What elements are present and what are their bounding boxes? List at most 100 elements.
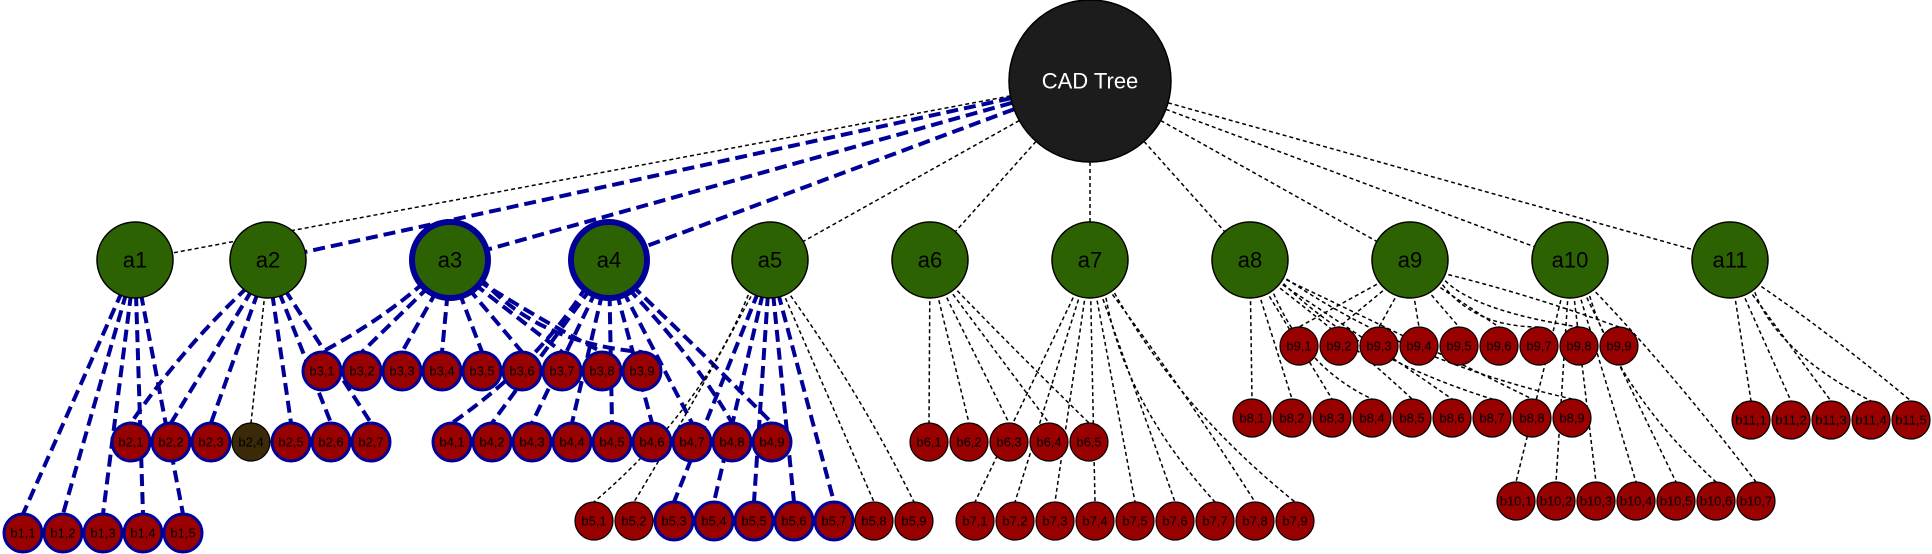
leaf-node-a7-4[interactable]: b7,4 bbox=[1075, 501, 1115, 541]
leaf-node-a7-6[interactable]: b7,6 bbox=[1155, 501, 1195, 541]
leaf-node-a5-3[interactable]: b5,3 bbox=[653, 500, 695, 542]
leaf-node-a2-1[interactable]: b2,1 bbox=[110, 421, 152, 463]
leaf-node-a10-6[interactable]: b10,6 bbox=[1696, 481, 1736, 521]
leaf-node-a4-1[interactable]: b4,1 bbox=[431, 421, 473, 463]
leaf-node-a3-2[interactable]: b3,2 bbox=[341, 350, 383, 392]
leaf-node-a2-4[interactable]: b2,4 bbox=[231, 422, 271, 462]
leaf-node-a9-6[interactable]: b9,6 bbox=[1479, 326, 1519, 366]
group-node-a3[interactable]: a3 bbox=[409, 219, 491, 301]
leaf-node-a6-4[interactable]: b6,4 bbox=[1029, 422, 1069, 462]
leaf-node-a5-4[interactable]: b5,4 bbox=[693, 500, 735, 542]
leaf-node-a1-4[interactable]: b1,4 bbox=[122, 512, 164, 554]
leaf-node-a11-4[interactable]: b11,4 bbox=[1851, 400, 1891, 440]
leaf-node-a5-9[interactable]: b5,9 bbox=[894, 501, 934, 541]
leaf-node-a3-1[interactable]: b3,1 bbox=[301, 350, 343, 392]
leaf-node-a7-1[interactable]: b7,1 bbox=[955, 501, 995, 541]
leaf-node-a11-2[interactable]: b11,2 bbox=[1771, 400, 1811, 440]
leaf-node-a7-9[interactable]: b7,9 bbox=[1275, 501, 1315, 541]
leaf-node-a4-4[interactable]: b4,4 bbox=[551, 421, 593, 463]
leaf-node-a5-6[interactable]: b5,6 bbox=[773, 500, 815, 542]
group-node-a8[interactable]: a8 bbox=[1211, 221, 1289, 299]
leaf-node-a6-5[interactable]: b6,5 bbox=[1069, 422, 1109, 462]
group-node-a10[interactable]: a10 bbox=[1531, 221, 1609, 299]
leaf-node-a4-5[interactable]: b4,5 bbox=[591, 421, 633, 463]
leaf-node-a1-5[interactable]: b1,5 bbox=[162, 512, 204, 554]
leaf-node-a3-7[interactable]: b3,7 bbox=[541, 350, 583, 392]
leaf-node-a7-8[interactable]: b7,8 bbox=[1235, 501, 1275, 541]
leaf-node-a9-4[interactable]: b9,4 bbox=[1399, 326, 1439, 366]
leaf-node-a10-7[interactable]: b10,7 bbox=[1736, 481, 1776, 521]
leaf-node-a5-3-circle bbox=[653, 500, 695, 542]
leaf-node-a4-7[interactable]: b4,7 bbox=[671, 421, 713, 463]
leaf-node-a1-1[interactable]: b1,1 bbox=[2, 512, 44, 554]
group-node-a7[interactable]: a7 bbox=[1051, 221, 1129, 299]
leaf-node-a7-2[interactable]: b7,2 bbox=[995, 501, 1035, 541]
leaf-node-a8-8[interactable]: b8,8 bbox=[1512, 398, 1552, 438]
leaf-node-a11-3[interactable]: b11,3 bbox=[1811, 400, 1851, 440]
leaf-node-a4-3-circle bbox=[511, 421, 553, 463]
leaf-node-a5-2[interactable]: b5,2 bbox=[614, 501, 654, 541]
leaf-node-a6-3[interactable]: b6,3 bbox=[989, 422, 1029, 462]
leaf-node-a8-9[interactable]: b8,9 bbox=[1552, 398, 1592, 438]
leaf-node-a3-9[interactable]: b3,9 bbox=[621, 350, 663, 392]
leaf-node-a9-2[interactable]: b9,2 bbox=[1319, 326, 1359, 366]
leaf-node-a10-2[interactable]: b10,2 bbox=[1536, 481, 1576, 521]
group-node-a9[interactable]: a9 bbox=[1371, 221, 1449, 299]
root-node-cad-tree[interactable]: CAD Tree bbox=[1008, 0, 1172, 163]
leaf-node-a2-2[interactable]: b2,2 bbox=[150, 421, 192, 463]
leaf-node-a3-6[interactable]: b3,6 bbox=[501, 350, 543, 392]
leaf-node-a5-8[interactable]: b5,8 bbox=[854, 501, 894, 541]
group-node-a4[interactable]: a4 bbox=[568, 219, 650, 301]
edge-a4-8 bbox=[626, 286, 734, 424]
leaf-node-a9-3[interactable]: b9,3 bbox=[1359, 326, 1399, 366]
leaf-node-a6-2[interactable]: b6,2 bbox=[949, 422, 989, 462]
leaf-node-a2-5[interactable]: b2,5 bbox=[270, 421, 312, 463]
leaf-node-a2-7[interactable]: b2,7 bbox=[350, 421, 392, 463]
leaf-node-a8-6[interactable]: b8,6 bbox=[1432, 398, 1472, 438]
leaf-node-a4-6[interactable]: b4,6 bbox=[631, 421, 673, 463]
leaf-node-a2-3[interactable]: b2,3 bbox=[190, 421, 232, 463]
group-node-a6[interactable]: a6 bbox=[891, 221, 969, 299]
edge-a9-7 bbox=[1437, 278, 1540, 328]
leaf-node-a7-7[interactable]: b7,7 bbox=[1195, 501, 1235, 541]
leaf-node-a7-5[interactable]: b7,5 bbox=[1115, 501, 1155, 541]
leaf-node-a2-6[interactable]: b2,6 bbox=[310, 421, 352, 463]
leaf-node-a5-7[interactable]: b5,7 bbox=[813, 500, 855, 542]
leaf-node-a8-2[interactable]: b8,2 bbox=[1272, 398, 1312, 438]
leaf-node-a4-9[interactable]: b4,9 bbox=[751, 421, 793, 463]
leaf-node-a5-5[interactable]: b5,5 bbox=[733, 500, 775, 542]
leaf-node-a9-5[interactable]: b9,5 bbox=[1439, 326, 1479, 366]
group-node-a2[interactable]: a2 bbox=[229, 221, 307, 299]
leaf-node-a4-3[interactable]: b4,3 bbox=[511, 421, 553, 463]
leaf-node-a9-8[interactable]: b9,8 bbox=[1559, 326, 1599, 366]
leaf-node-a9-1[interactable]: b9,1 bbox=[1279, 326, 1319, 366]
leaf-node-a8-1[interactable]: b8,1 bbox=[1232, 398, 1272, 438]
group-node-a5[interactable]: a5 bbox=[731, 221, 809, 299]
leaf-node-a3-8[interactable]: b3,8 bbox=[581, 350, 623, 392]
leaf-node-a1-3[interactable]: b1,3 bbox=[82, 512, 124, 554]
leaf-node-a4-2[interactable]: b4,2 bbox=[471, 421, 513, 463]
leaf-node-a4-8[interactable]: b4,8 bbox=[711, 421, 753, 463]
leaf-node-a3-3[interactable]: b3,3 bbox=[381, 350, 423, 392]
edge-a11-1 bbox=[1733, 293, 1752, 402]
leaf-node-a6-1[interactable]: b6,1 bbox=[909, 422, 949, 462]
group-node-a11[interactable]: a11 bbox=[1691, 221, 1769, 299]
leaf-node-a5-1[interactable]: b5,1 bbox=[574, 501, 614, 541]
leaf-node-a7-3[interactable]: b7,3 bbox=[1035, 501, 1075, 541]
leaf-node-a3-4[interactable]: b3,4 bbox=[421, 350, 463, 392]
leaf-node-a8-7[interactable]: b8,7 bbox=[1472, 398, 1512, 438]
leaf-node-a1-2[interactable]: b1,2 bbox=[42, 512, 84, 554]
group-node-a1[interactable]: a1 bbox=[96, 221, 174, 299]
leaf-node-a9-7[interactable]: b9,7 bbox=[1519, 326, 1559, 366]
leaf-node-a9-9[interactable]: b9,9 bbox=[1599, 326, 1639, 366]
leaf-node-a11-5[interactable]: b11,5 bbox=[1891, 400, 1931, 440]
leaf-node-a8-5[interactable]: b8,5 bbox=[1392, 398, 1432, 438]
leaf-node-a8-4[interactable]: b8,4 bbox=[1352, 398, 1392, 438]
leaf-node-a3-5[interactable]: b3,5 bbox=[461, 350, 503, 392]
leaf-node-a8-3[interactable]: b8,3 bbox=[1312, 398, 1352, 438]
leaf-node-a11-1[interactable]: b11,1 bbox=[1731, 400, 1771, 440]
leaf-node-a10-4[interactable]: b10,4 bbox=[1616, 481, 1656, 521]
leaf-node-a10-3[interactable]: b10,3 bbox=[1576, 481, 1616, 521]
leaf-node-a10-1[interactable]: b10,1 bbox=[1496, 481, 1536, 521]
leaf-node-a10-5[interactable]: b10,5 bbox=[1656, 481, 1696, 521]
